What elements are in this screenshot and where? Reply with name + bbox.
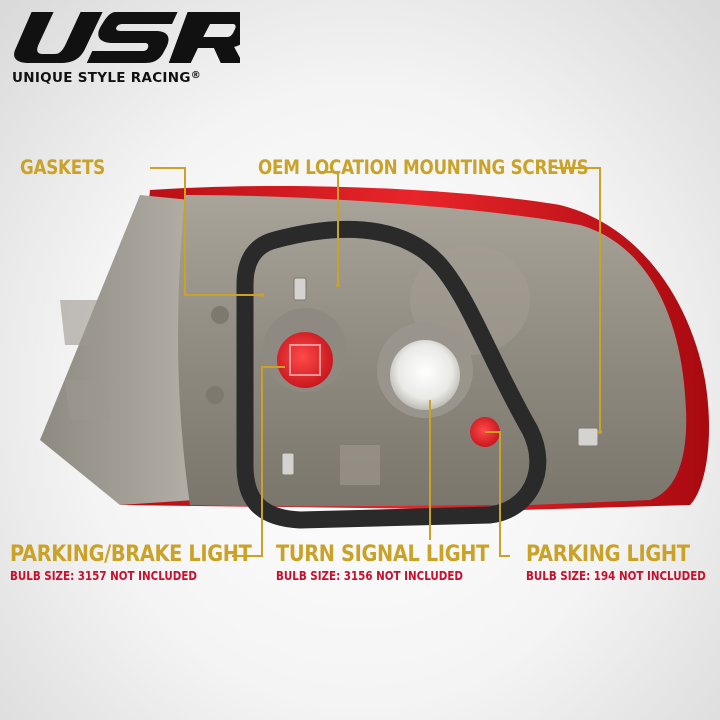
brand-logo: UNIQUE STYLE RACING® xyxy=(10,10,250,86)
parking-brake-label: PARKING/BRAKE LIGHT xyxy=(10,542,252,567)
mounting-screw xyxy=(281,277,599,476)
housing-flange xyxy=(40,195,195,505)
parking-light-label: PARKING LIGHT xyxy=(526,542,690,567)
trademark-symbol: ® xyxy=(190,70,202,81)
brand-name-text: UNIQUE STYLE RACING xyxy=(12,70,191,86)
parking-brake-bulb-size: BULB SIZE: 3157 NOT INCLUDED xyxy=(10,569,197,583)
mounting-screws-label: OEM LOCATION MOUNTING SCREWS xyxy=(258,156,589,179)
usr-logo-icon xyxy=(14,12,240,63)
gaskets-label: GASKETS xyxy=(20,156,105,179)
turn-signal-label: TURN SIGNAL LIGHT xyxy=(276,542,489,567)
parking-light-bulb-size: BULB SIZE: 194 NOT INCLUDED xyxy=(526,569,706,583)
brand-name: UNIQUE STYLE RACING® xyxy=(12,70,201,86)
turn-signal-bulb-socket xyxy=(390,340,460,410)
turn-signal-bulb-size: BULB SIZE: 3156 NOT INCLUDED xyxy=(276,569,463,583)
gasket xyxy=(236,220,547,529)
